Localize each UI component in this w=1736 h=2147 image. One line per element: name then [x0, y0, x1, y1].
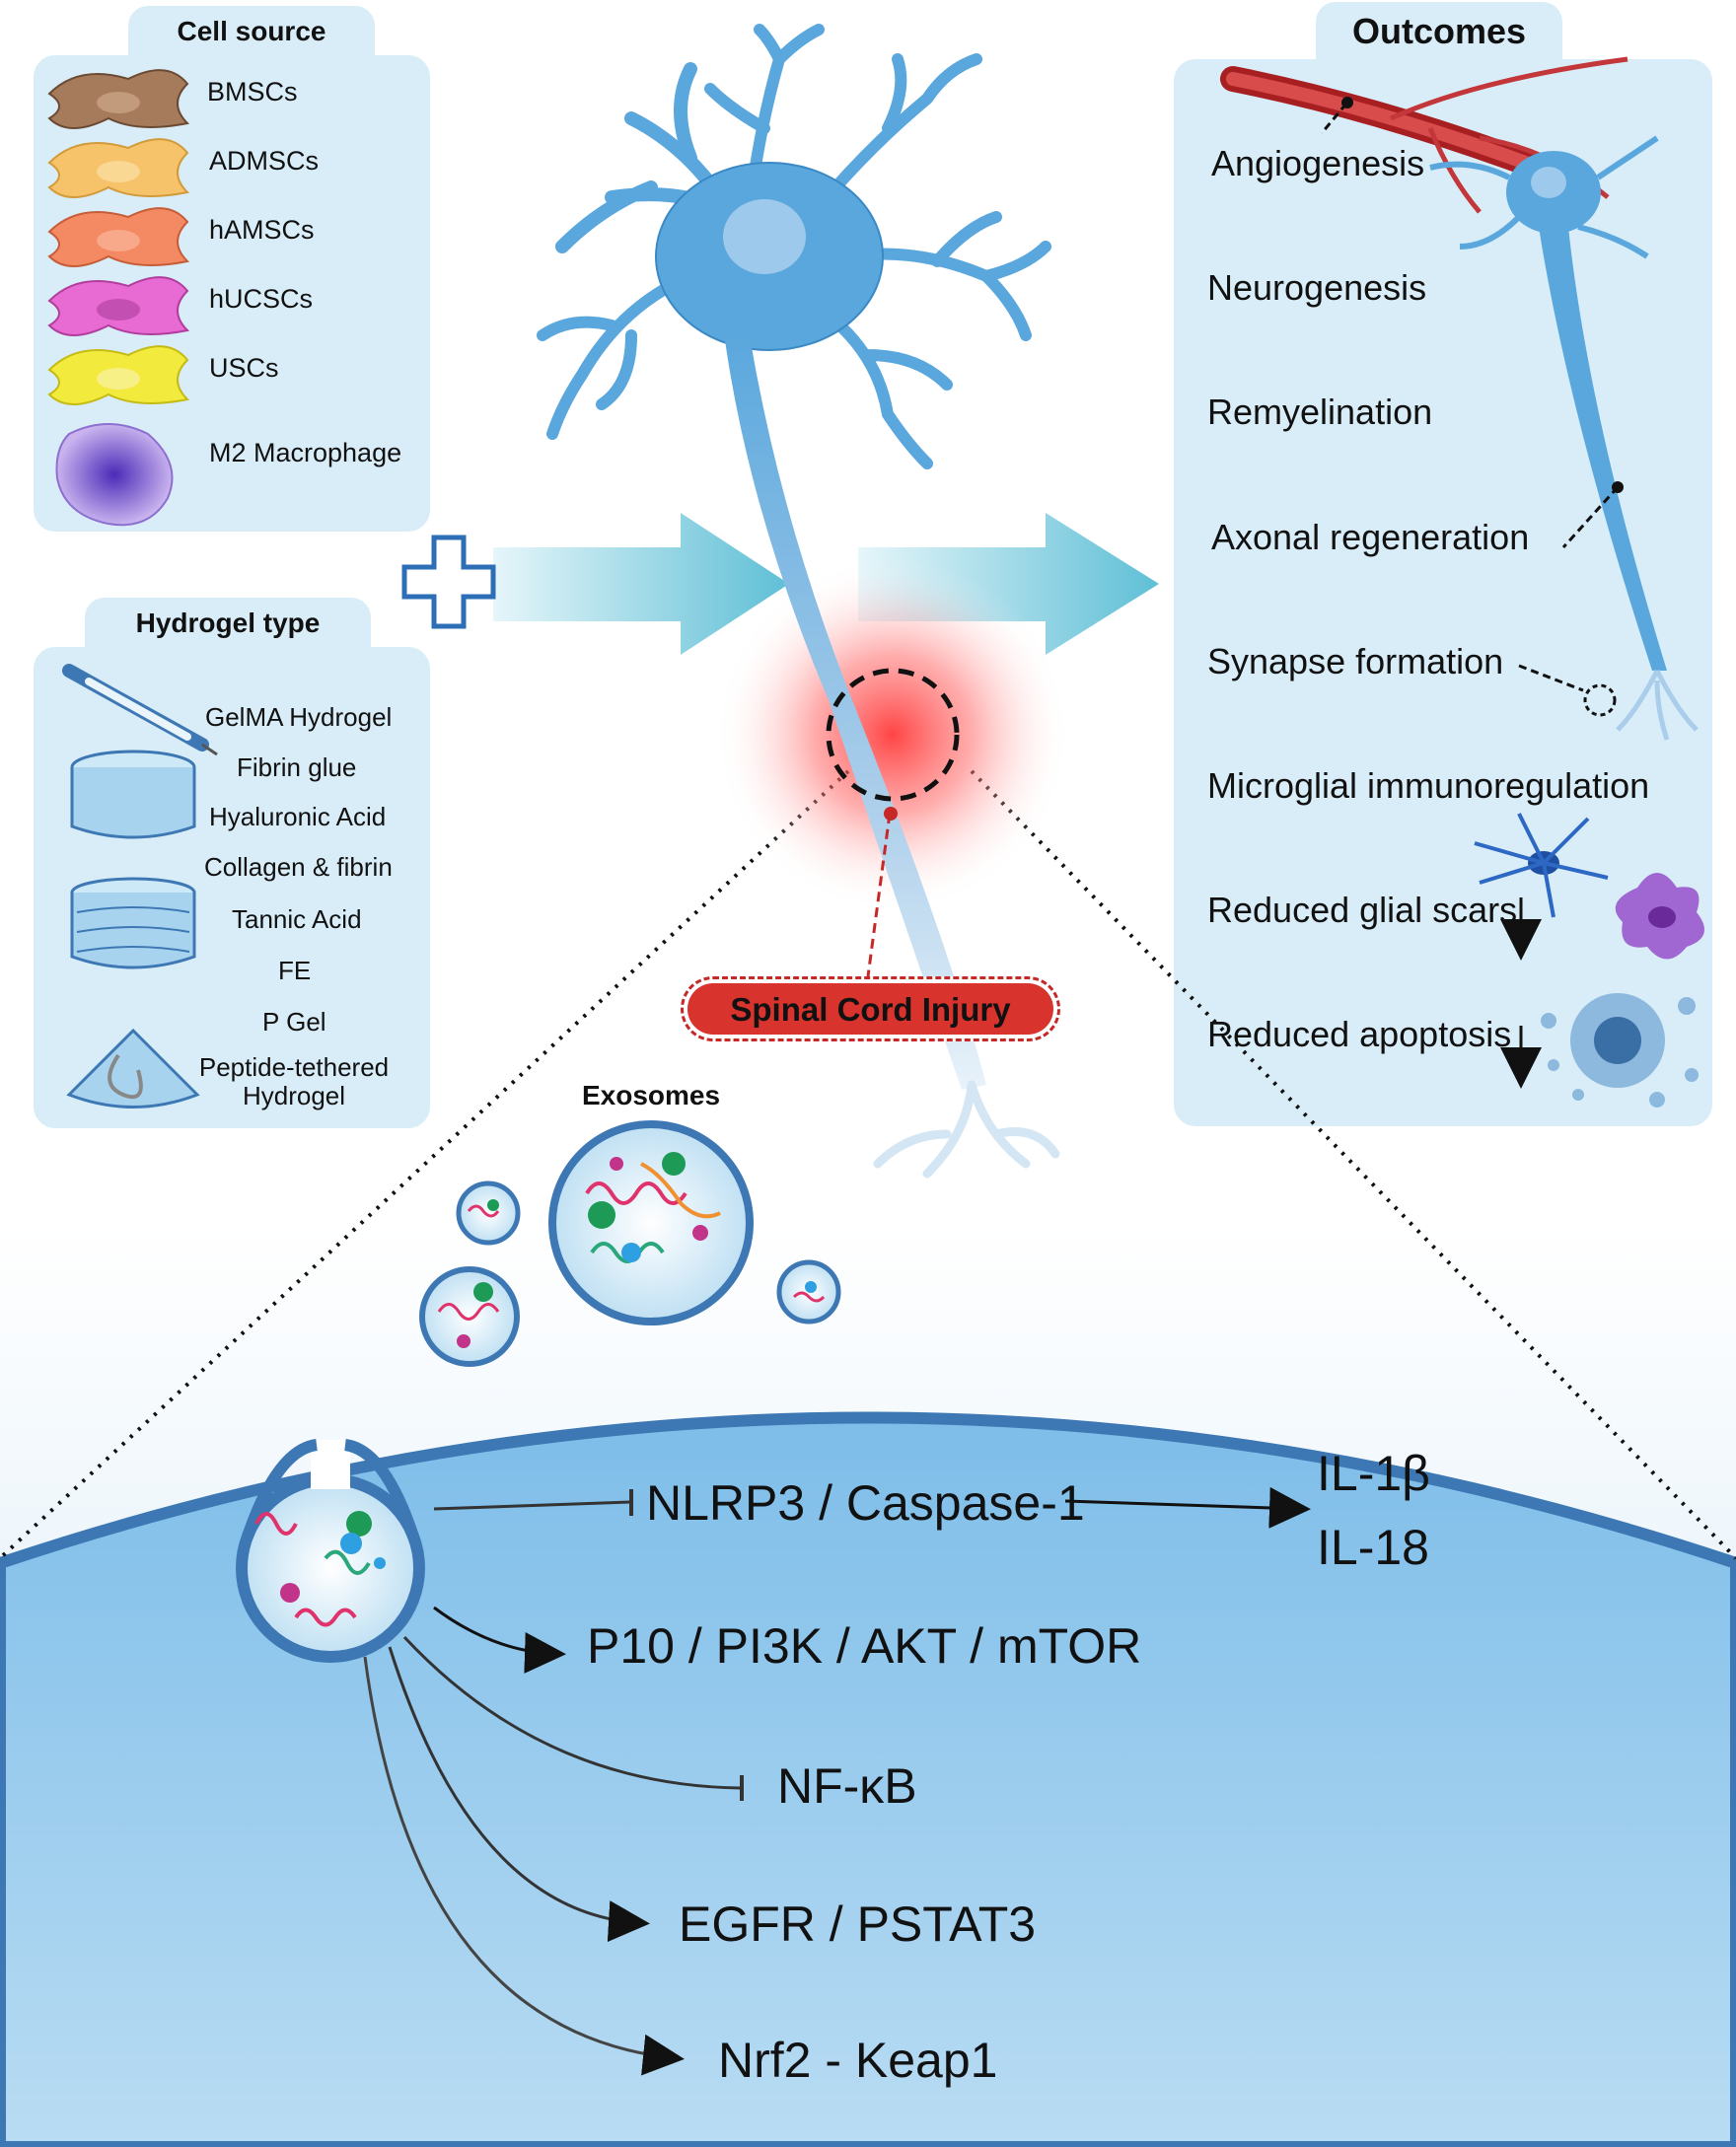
outcomes-tab: Outcomes: [1316, 2, 1562, 61]
outcome-microglial-immunoregulation: Microglial immunoregulation: [1207, 765, 1650, 806]
pathway-pi3k-akt-mtor: P10 / PI3K / AKT / mTOR: [587, 1618, 1142, 1674]
spinal-cord-injury-label: Spinal Cord Injury: [687, 983, 1053, 1035]
outcome-illustrations: [1220, 56, 1704, 1108]
outcome-reduced-apoptosis: Reduced apoptosis: [1207, 1014, 1512, 1054]
hydrogel-label-p-gel: P Gel: [262, 1007, 326, 1037]
axon-terminal: [873, 1080, 1060, 1179]
plus-icon: [401, 535, 496, 629]
cell-label-bmscs: BMSCs: [207, 77, 298, 107]
pathway-egfr-pstat3: EGFR / PSTAT3: [679, 1897, 1037, 1952]
cell-label-uscs: USCs: [209, 353, 279, 383]
target-cell-membrane: [0, 1411, 1736, 2147]
axon: [725, 335, 986, 1090]
pathway-nlrp3-caspase1: NLRP3 / Caspase-1: [646, 1475, 1085, 1531]
hydrogel-label-peptide-tethered: Peptide-tethered Hydrogel: [198, 1052, 390, 1110]
hydrogel-label-fibrin-glue: Fibrin glue: [237, 752, 357, 782]
zoom-line-right: [970, 769, 1736, 1560]
cell-label-hamscs: hAMSCs: [209, 215, 315, 245]
exosomes-label: Exosomes: [582, 1080, 721, 1110]
outcome-axonal-regeneration: Axonal regeneration: [1211, 517, 1530, 557]
outcome-remyelination: Remyelination: [1207, 392, 1433, 432]
cytokine-il1b: IL-1β: [1317, 1446, 1430, 1501]
hydrogel-tab: Hydrogel type: [85, 598, 371, 649]
spinal-cord-injury-badge: Spinal Cord Injury: [681, 976, 1060, 1041]
hydrogel-label-gelma: GelMA Hydrogel: [205, 702, 393, 732]
hydrogel-label-hyaluronic-acid: Hyaluronic Acid: [209, 802, 387, 831]
pathway-nrf2-keap1: Nrf2 - Keap1: [718, 2033, 998, 2088]
exosome-large: [548, 1120, 754, 1325]
exosome-small-3: [776, 1259, 841, 1324]
injury-zoom-circle: [826, 668, 960, 802]
hydrogel-label-collagen-fibrin: Collagen & fibrin: [204, 852, 393, 882]
cell-label-m2-macrophage: M2 Macrophage: [209, 438, 402, 467]
hydrogel-label-fe: FE: [278, 956, 312, 985]
neuron-nucleus: [723, 199, 806, 274]
hydrogel-illustrations: [62, 664, 218, 1109]
microglia-icon: [1474, 813, 1609, 918]
cell-label-hucscs: hUCSCs: [209, 284, 314, 314]
cytokine-il18: IL-18: [1317, 1520, 1429, 1575]
outcome-reduced-glial-scars: Reduced glial scars: [1207, 890, 1518, 930]
pathway-arrows: [363, 1486, 1311, 2076]
exosome-small-2: [419, 1266, 520, 1367]
endocytosis-vesicle: [236, 1439, 425, 1663]
flow-arrow-left: [493, 513, 789, 655]
outcome-neurogenesis: Neurogenesis: [1207, 267, 1427, 308]
outcome-synapse-formation: Synapse formation: [1207, 641, 1504, 681]
exosome-small-1: [456, 1181, 521, 1246]
outcome-angiogenesis: Angiogenesis: [1211, 143, 1425, 183]
cell-illustrations: [47, 69, 190, 527]
cell-source-tab: Cell source: [128, 6, 375, 57]
cell-label-admscs: ADMSCs: [209, 146, 320, 176]
apoptotic-cell-icon: [1541, 993, 1699, 1108]
pathway-nfkb: NF-κB: [777, 1758, 917, 1814]
hydrogel-label-tannic-acid: Tannic Acid: [232, 904, 362, 934]
neuron: [537, 24, 1051, 469]
